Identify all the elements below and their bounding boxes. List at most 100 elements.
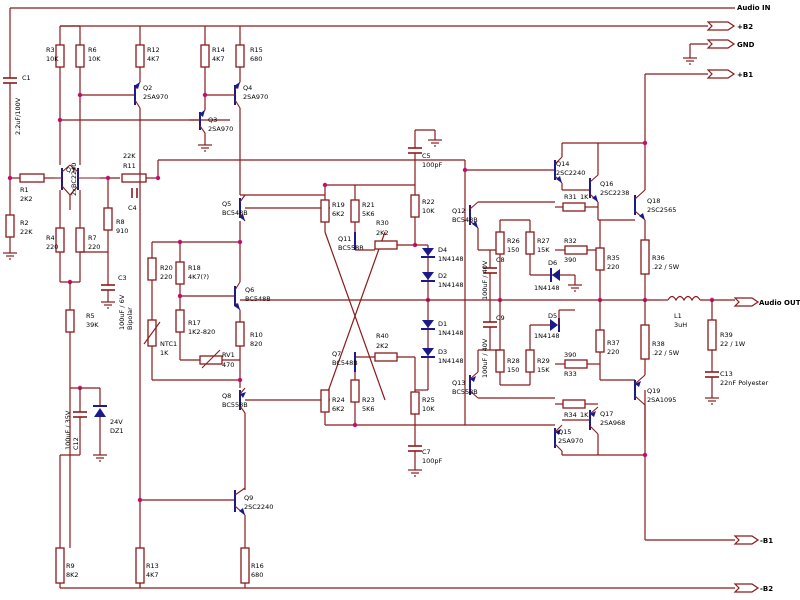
label-q2: Q2	[143, 84, 152, 92]
label-q16: Q16	[600, 180, 613, 188]
label-r4: R4	[46, 234, 55, 242]
port-audio-in[interactable]: Audio IN	[737, 4, 771, 12]
value-q7: BC548B	[332, 359, 358, 367]
label-dz1: DZ1	[110, 427, 124, 435]
label-r21: R21	[362, 201, 375, 209]
value-ntc1: 1K	[160, 349, 169, 357]
port-plus-b2[interactable]: +B2	[706, 21, 753, 31]
value-q12: BC548B	[452, 216, 478, 224]
label-r5: R5	[86, 312, 95, 320]
label-q7: Q7	[332, 350, 341, 358]
value-q6: BC548B	[245, 295, 271, 303]
label-q4: Q4	[243, 84, 252, 92]
value-q15: 2SA970	[558, 437, 583, 445]
label-q8: Q8	[222, 392, 231, 400]
value-r14: 4K7	[212, 55, 225, 63]
label-r36: R36	[652, 254, 665, 262]
label-c12: C12	[72, 437, 80, 450]
value-r13: 4K7	[146, 571, 159, 579]
value-r11: 22K	[123, 152, 136, 160]
label-r26: R26	[507, 237, 520, 245]
label-d3: D3	[438, 348, 447, 356]
label-r10: R10	[250, 331, 263, 339]
value-r3: 10K	[46, 55, 59, 63]
label-r14: R14	[212, 46, 225, 54]
value-r35: 220	[607, 263, 619, 271]
label-r37: R37	[607, 339, 620, 347]
value-r9: 8K2	[66, 571, 79, 579]
label-r40: R40	[376, 332, 389, 340]
value-r15: 680	[250, 55, 262, 63]
port-label-plus-b1: +B1	[737, 71, 753, 79]
port-plus-b1[interactable]: +B1	[706, 69, 753, 79]
value-r37: 220	[607, 348, 619, 356]
label-r15: R15	[250, 46, 263, 54]
label-c8: C8	[496, 256, 505, 264]
label-r17: R17	[188, 319, 201, 327]
label-q13: Q13	[452, 379, 465, 387]
value-q18: 2SC2565	[647, 206, 676, 214]
label-c4: C4	[128, 204, 137, 212]
label-r24: R24	[332, 396, 345, 404]
label-r7: R7	[88, 234, 97, 242]
port-gnd[interactable]: GND	[706, 39, 755, 49]
label-r11: R11	[123, 162, 136, 170]
label-r13: R13	[146, 562, 159, 570]
value-r40: 2K2	[376, 342, 389, 350]
label-r6: R6	[88, 46, 97, 54]
value-r38: .22 / 5W	[652, 349, 680, 357]
note-c3: Bipolar	[126, 307, 134, 330]
label-rv1: RV1	[222, 351, 235, 359]
label-q14: Q14	[556, 160, 569, 168]
value-r8: 910	[116, 227, 128, 235]
value-r25: 10K	[422, 405, 435, 413]
value-q4: 2SA970	[243, 93, 268, 101]
value-c12: 100uF / 35V	[64, 410, 72, 450]
value-r24: 6K2	[332, 405, 345, 413]
protection-network: R19 6K2 R21 5K6 Q11 BC558B R30 2K2 R40 2…	[320, 182, 465, 428]
value-q5: BC548B	[222, 209, 248, 217]
value-r5: 39K	[86, 321, 99, 329]
value-c3: 100uF / 6V	[118, 294, 126, 330]
port-audio-out[interactable]: Audio OUT	[733, 297, 800, 307]
port-minus-b1[interactable]: -B1	[733, 535, 773, 545]
value-d2: 1N4148	[438, 281, 464, 289]
label-r9: R9	[66, 562, 75, 570]
value-r23: 5K6	[362, 405, 375, 413]
port-label-minus-b1: -B1	[760, 537, 773, 545]
value-c13: 22nF Polyester	[720, 379, 768, 387]
value-q14: 2SC2240	[556, 169, 585, 177]
label-q5: Q5	[222, 200, 231, 208]
label-c7: C7	[422, 448, 431, 456]
value-r18: 4K7(?)	[188, 273, 209, 281]
label-c5: C5	[422, 152, 431, 160]
label-r23: R23	[362, 396, 375, 404]
port-label-audio-out: Audio OUT	[759, 299, 800, 307]
label-r3: R3	[46, 46, 55, 54]
value-d3: 1N4148	[438, 357, 464, 365]
value-r33: 390	[564, 351, 576, 359]
port-minus-b2[interactable]: -B2	[733, 583, 773, 593]
value-q19: 2SA1095	[647, 396, 676, 404]
value-r36: .22 / 5W	[652, 263, 680, 271]
label-r20: R20	[160, 264, 173, 272]
value-rv1: 470	[222, 361, 234, 369]
label-r27: R27	[537, 237, 550, 245]
value-q11: BC558B	[338, 244, 364, 252]
value-q9: 2SC2240	[244, 503, 273, 511]
value-dz1: 24V	[110, 418, 123, 426]
label-q6: Q6	[245, 286, 254, 294]
value-d4: 1N4148	[438, 255, 464, 263]
label-q1: Q1	[66, 166, 75, 174]
value-r29: 15K	[537, 366, 550, 374]
label-d1: D1	[438, 320, 447, 328]
value-r21: 5K6	[362, 210, 375, 218]
value-c8: 100uF / 40V	[481, 260, 489, 300]
label-r35: R35	[607, 254, 620, 262]
output-stage: Q12 BC548B R26 150 R27 15K 100uF / 40V C…	[452, 140, 768, 458]
label-q18: Q18	[647, 197, 660, 205]
input-stage: C1 2.2uF/100V R1 2K2 R2 22K R3 10K R6 10…	[3, 25, 465, 584]
label-q17: Q17	[600, 410, 613, 418]
value-r26: 150	[507, 246, 519, 254]
